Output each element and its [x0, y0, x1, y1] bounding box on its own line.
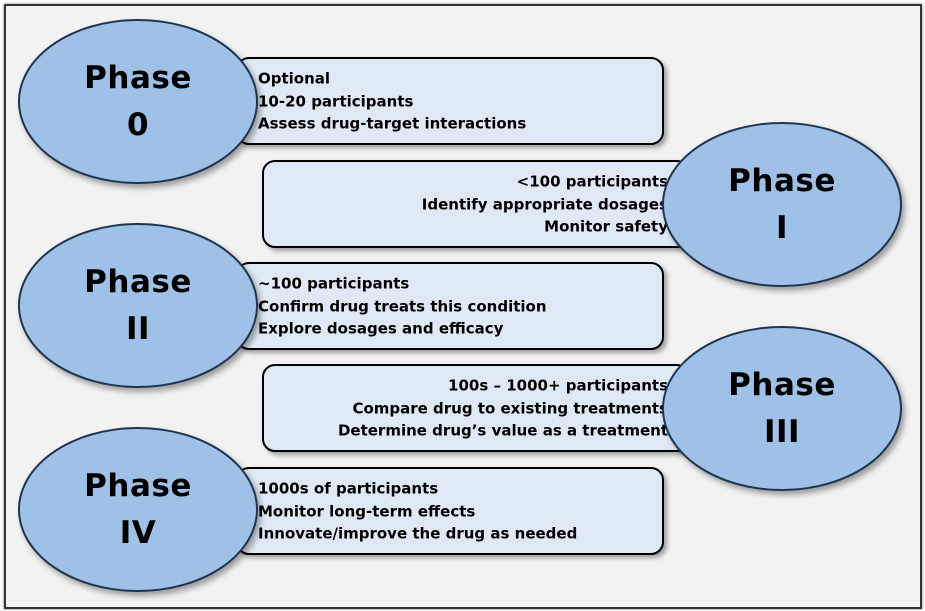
phase-iv-line-2: Monitor long-term effects: [258, 501, 476, 520]
phase-0-line-1: Optional: [258, 69, 331, 88]
phase-iii-numeral: III: [763, 413, 801, 450]
phase-i-word: Phase: [728, 162, 836, 199]
phase-0-description: Optional 10-20 participants Assess drug-…: [258, 67, 526, 135]
phase-iii-line-3: Determine drug’s value as a treatment: [337, 421, 668, 440]
phase-iii-line-2: Compare drug to existing treatments: [352, 398, 668, 417]
phase-ii-line-3: Explore dosages and efficacy: [258, 319, 504, 338]
phase-iv-line-3: Innovate/improve the drug as needed: [258, 524, 578, 543]
phase-i-description-box: <100 participants Identify appropriate d…: [262, 160, 690, 248]
phase-i-description: <100 participants Identify appropriate d…: [422, 170, 668, 238]
phase-iii-description: 100s – 1000+ participants Compare drug t…: [338, 374, 668, 442]
phase-0-line-2: 10-20 participants: [258, 91, 414, 110]
phase-ii-line-2: Confirm drug treats this condition: [258, 296, 547, 315]
phase-iv-description: 1000s of participants Monitor long-term …: [258, 477, 577, 545]
phase-ii-description-box: ~100 participants Confirm drug treats th…: [236, 262, 664, 350]
phase-iii-word: Phase: [728, 366, 836, 403]
phase-iv-circle: Phase IV: [18, 427, 258, 592]
phase-0-circle: Phase 0: [18, 19, 258, 184]
phase-ii-numeral: II: [125, 310, 151, 347]
phase-iv-word: Phase: [84, 467, 192, 504]
phase-i-numeral: I: [775, 209, 789, 246]
phase-0-word: Phase: [84, 59, 192, 96]
phase-iii-description-box: 100s – 1000+ participants Compare drug t…: [262, 364, 690, 452]
phase-ii-circle: Phase II: [18, 223, 258, 388]
phase-0-line-3: Assess drug-target interactions: [258, 114, 527, 133]
phase-iv-line-1: 1000s of participants: [258, 479, 439, 498]
phase-iii-line-1: 100s – 1000+ participants: [448, 376, 668, 395]
phase-0-description-box: Optional 10-20 participants Assess drug-…: [236, 57, 664, 145]
phase-ii-line-1: ~100 participants: [258, 274, 410, 293]
phase-ii-description: ~100 participants Confirm drug treats th…: [258, 272, 547, 340]
phase-iv-description-box: 1000s of participants Monitor long-term …: [236, 467, 664, 555]
phase-i-line-3: Monitor safety: [544, 217, 668, 236]
phase-ii-word: Phase: [84, 263, 192, 300]
phase-i-line-1: <100 participants: [516, 172, 668, 191]
phase-i-line-2: Identify appropriate dosages: [421, 194, 668, 213]
phase-0-numeral: 0: [126, 106, 150, 143]
phase-iii-circle: Phase III: [662, 326, 902, 491]
phase-i-circle: Phase I: [662, 122, 902, 287]
diagram-frame: Optional 10-20 participants Assess drug-…: [4, 4, 922, 609]
phase-iv-numeral: IV: [119, 514, 157, 551]
